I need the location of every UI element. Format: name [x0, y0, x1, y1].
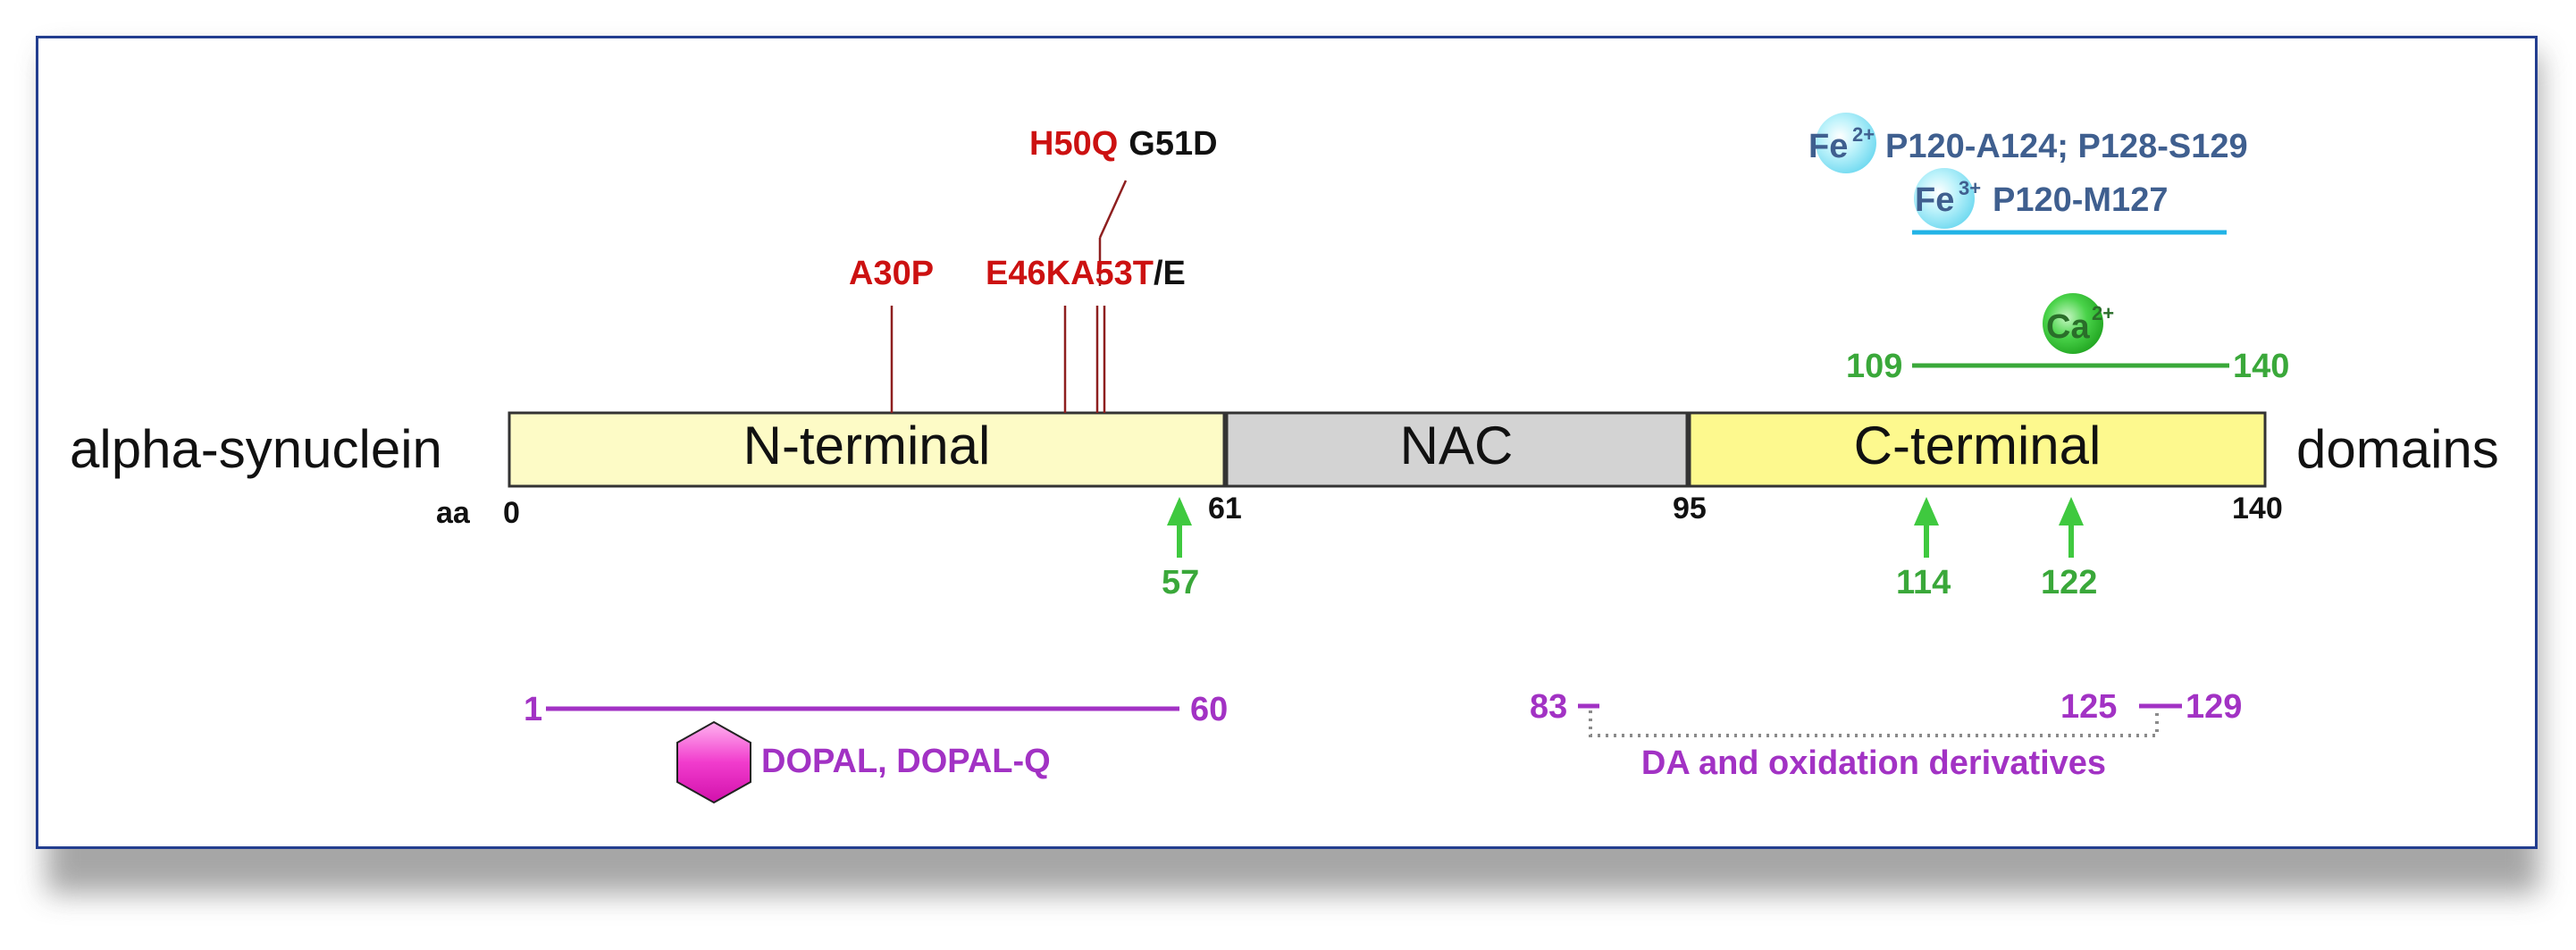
fe3-ion-icon — [1914, 168, 1975, 229]
fe2-sites: P120-A124; P128-S129 — [1885, 128, 2248, 165]
dopal-hexagon-icon — [676, 720, 751, 804]
mutation-lines — [890, 180, 1128, 413]
tick-95: 95 — [1673, 492, 1707, 525]
arrow-114 — [1914, 497, 1939, 558]
da-bracket — [1589, 710, 2159, 737]
arrow-122 — [2059, 497, 2084, 558]
fe3-symbol: Fe — [1915, 181, 1954, 219]
domains-suffix: domains — [2296, 419, 2499, 479]
domain-box-n-terminal — [508, 411, 1226, 488]
fe2-symbol: Fe — [1808, 128, 1848, 165]
mutation-h50q-g51d: H50Q G51D — [1029, 125, 1218, 163]
dopal-label: DOPAL, DOPAL-Q — [761, 743, 1051, 780]
mutation-slash-e: /E — [1154, 255, 1186, 292]
tick-0: 0 — [503, 496, 520, 530]
da-mid: 125 — [2060, 688, 2117, 726]
dopal-start: 1 — [524, 691, 542, 728]
ca-charge: 2+ — [2092, 302, 2114, 324]
ca-symbol: Ca — [2046, 308, 2090, 346]
domain-label-n-terminal: N-terminal — [743, 416, 991, 475]
mutation-g51d: G51D — [1129, 125, 1217, 163]
aa-label: aa — [436, 496, 471, 530]
ca-end: 140 — [2233, 348, 2289, 385]
domain-box-c-terminal — [1688, 411, 2267, 488]
dopal-end: 60 — [1190, 691, 1228, 728]
tick-61: 61 — [1208, 492, 1242, 525]
arrow-label-114: 114 — [1896, 564, 1951, 601]
domain-box-nac — [1225, 411, 1689, 488]
arrow-label-57: 57 — [1162, 564, 1199, 601]
ca-start: 109 — [1846, 348, 1902, 385]
protein-name: alpha-synuclein — [70, 419, 442, 479]
tick-140: 140 — [2232, 492, 2283, 525]
da-label: DA and oxidation derivatives — [1641, 744, 2106, 782]
mutation-a53t: A53T — [1070, 255, 1154, 292]
fe3-charge: 3+ — [1959, 177, 1981, 199]
fe2-ion-icon — [1816, 113, 1876, 173]
mutation-line-g51d-diag — [1098, 180, 1128, 239]
ca-ion-icon — [2043, 293, 2103, 354]
mutation-h50q: H50Q — [1029, 125, 1118, 163]
fe3-sites: P120-M127 — [1993, 181, 2168, 219]
mutation-e46k-a53t: E46KA53T/E — [986, 255, 1186, 292]
mutation-a30p: A30P — [849, 255, 934, 292]
arrow-label-122: 122 — [2041, 564, 2097, 601]
domain-label-nac: NAC — [1400, 416, 1514, 475]
domain-label-c-terminal: C-terminal — [1854, 416, 2102, 475]
fe2-charge: 2+ — [1852, 123, 1875, 146]
arrow-57 — [1167, 497, 1192, 558]
domain-bar: N-terminal NAC C-terminal — [508, 411, 2267, 488]
da-start: 83 — [1530, 688, 1567, 726]
da-end: 129 — [2186, 688, 2242, 726]
mutation-e46k: E46K — [986, 255, 1071, 292]
